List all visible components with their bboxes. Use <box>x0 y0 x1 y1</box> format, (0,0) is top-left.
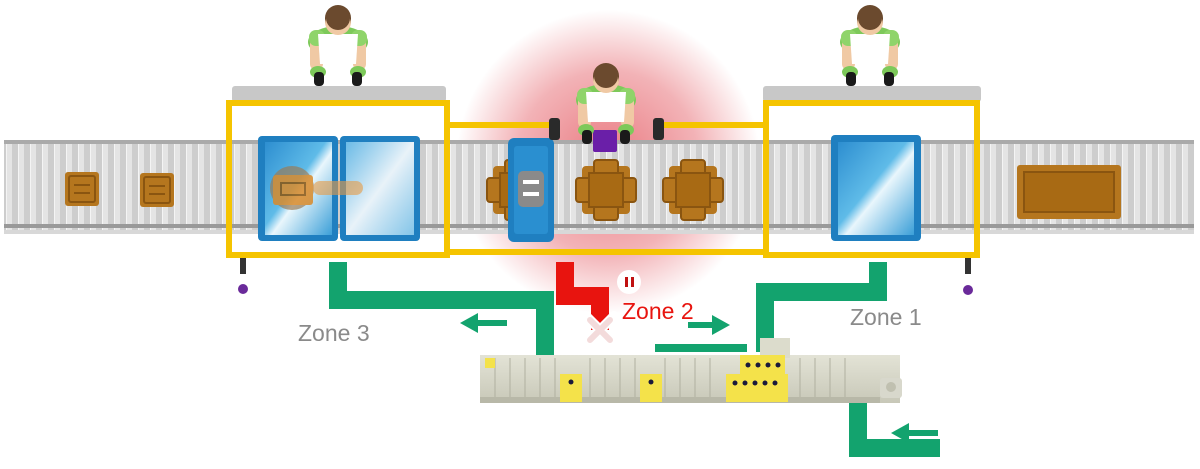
plc-cable <box>655 344 747 352</box>
worker-zone1-icon <box>840 5 900 86</box>
zone1-frame <box>763 100 980 258</box>
frame-foot <box>238 258 973 295</box>
arrow-left-icon <box>891 423 938 443</box>
arrow-left-icon <box>460 313 507 333</box>
sensor-lamp-icon <box>617 270 641 294</box>
zone3-label: Zone 3 <box>298 320 370 346</box>
zone3-shelf <box>232 86 446 102</box>
package-open-icon <box>575 159 637 221</box>
package-open-icon <box>662 159 724 221</box>
zone3-signal-path <box>329 262 554 355</box>
zone1-shelf <box>763 86 981 102</box>
worker-zone3-icon <box>308 5 368 86</box>
package-flat <box>1017 165 1121 219</box>
package-icon <box>64 171 100 207</box>
zone2-signal-path <box>556 262 609 330</box>
blocked-x-icon <box>581 311 619 349</box>
sensor-icon <box>653 118 664 140</box>
moving-package <box>270 166 363 210</box>
zone2-label: Zone 2 <box>622 298 694 324</box>
plc-controller <box>480 338 902 403</box>
arrow-right-icon <box>688 315 730 335</box>
zone2-gate <box>508 138 554 242</box>
sensor-icon <box>549 118 560 140</box>
zone1-label: Zone 1 <box>850 304 922 330</box>
output-signal-path <box>849 400 940 457</box>
package-icon <box>139 172 175 208</box>
zone2-frame <box>447 122 766 255</box>
zone3-frame <box>226 100 450 258</box>
zone1-signal-path <box>756 262 887 352</box>
worker-package <box>593 130 617 152</box>
